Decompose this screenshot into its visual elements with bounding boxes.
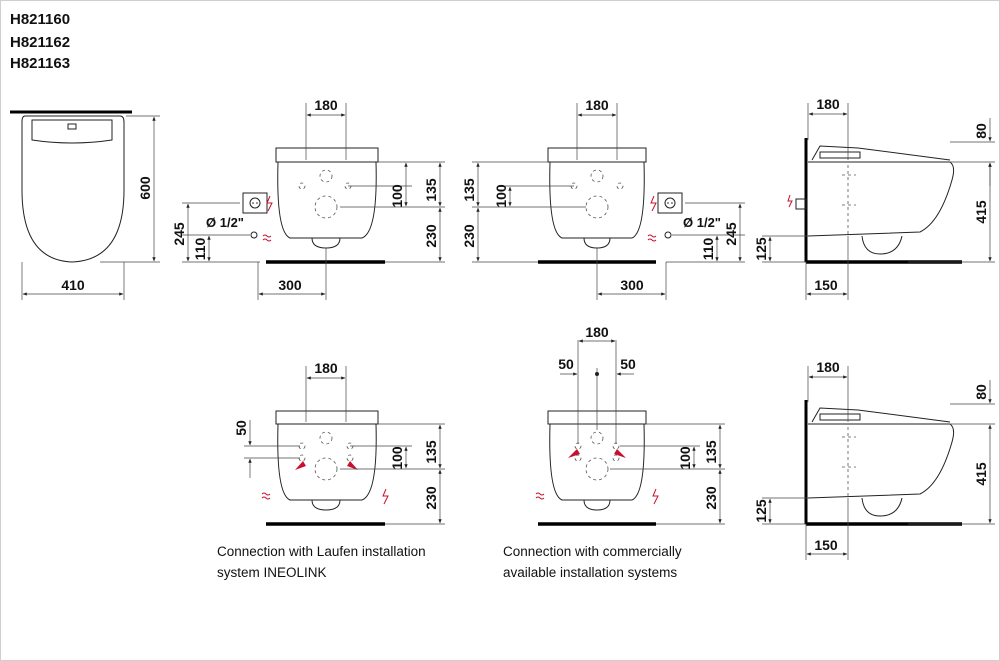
caption-commercial: available installation systems: [503, 565, 677, 580]
seat-hinge: [31, 119, 113, 144]
width-dimension: 180: [816, 96, 840, 112]
inlet-height: 110: [192, 237, 208, 260]
pipe-size: Ø 1/2": [683, 215, 721, 230]
floor-dimension: 125: [753, 237, 769, 261]
inlet-height: 245: [171, 222, 187, 246]
width-dimension: 180: [314, 360, 338, 376]
caption-ineolink: Connection with Laufen installation: [217, 544, 426, 559]
offset-dimension: 50: [558, 356, 574, 372]
width-dimension: 180: [314, 97, 338, 113]
offset-dimension: 50: [620, 356, 636, 372]
width-dimension: 180: [585, 97, 609, 113]
side-view-top: 180 80 415 125 150: [753, 96, 995, 300]
height-dimension: 135: [703, 440, 719, 464]
height-dimension: 230: [703, 486, 719, 510]
height-dimension: 100: [677, 446, 693, 470]
top-dimension: 80: [973, 123, 989, 139]
pipe-size: Ø 1/2": [206, 215, 244, 230]
wall-dimension: 150: [814, 537, 838, 553]
connection-arrow-icon: [614, 449, 626, 458]
lightning-icon: [652, 488, 659, 505]
power-socket-icon: [657, 192, 683, 214]
flush-button: [67, 123, 77, 130]
water-inlet: [664, 231, 672, 239]
height-dimension: 100: [389, 184, 405, 208]
caption-ineolink: system INEOLINK: [217, 565, 327, 580]
outlet: [311, 237, 341, 249]
seat-lid: [275, 147, 379, 163]
water-inlet: [250, 231, 258, 239]
height-dimension: 230: [423, 486, 439, 510]
lightning-icon: [266, 195, 273, 212]
inlet-height: 110: [700, 237, 716, 260]
top-dimension: 80: [973, 384, 989, 400]
lightning-icon: [382, 488, 389, 505]
height-dimension: 415: [973, 462, 989, 486]
height-dimension: 230: [423, 224, 439, 248]
wall-dimension: 150: [814, 277, 838, 293]
bowl-front: [277, 161, 377, 239]
lightning-icon: [650, 195, 657, 212]
bowl-side: [807, 161, 955, 237]
outlet-distance: 300: [620, 277, 644, 293]
height-dimension: 230: [461, 224, 477, 248]
water-wave-icon: [535, 492, 545, 500]
front-view-right-inlet: 180 100 135 230 300 Ø 1/2" 245 110: [171, 97, 445, 300]
inlet-height: 245: [723, 222, 739, 246]
height-dimension: 135: [423, 178, 439, 202]
outlet-distance: 300: [278, 277, 302, 293]
power-socket-icon: [242, 192, 268, 214]
connection-arrow-icon: [347, 461, 358, 470]
height-dimension: 135: [461, 178, 477, 202]
model-number: H821163: [10, 55, 70, 72]
water-wave-icon: [647, 234, 657, 242]
height-dimension: 415: [973, 200, 989, 224]
model-number: H821162: [10, 34, 70, 51]
caption-commercial: Connection with commercially: [503, 544, 682, 559]
water-wave-icon: [261, 492, 271, 500]
model-number: H821160: [10, 11, 70, 28]
width-dimension: 180: [585, 324, 609, 340]
water-wave-icon: [262, 234, 272, 242]
height-dimension: 100: [389, 446, 405, 470]
offset-dimension: 50: [233, 420, 249, 436]
floor-dimension: 125: [753, 499, 769, 523]
width-dimension: 410: [61, 277, 85, 293]
bowl-outline: [21, 115, 125, 263]
side-view-bottom: 180 80 415 125 150: [753, 359, 995, 560]
connection-arrow-icon: [295, 461, 306, 470]
front-view-left-inlet: 180 135 100 230 300 Ø 1/2" 245 110: [461, 97, 745, 300]
width-dimension: 180: [816, 359, 840, 375]
top-view: 600 410: [10, 110, 160, 300]
ineolink-view: 180 50 100 135 230 Connection with Laufe…: [217, 360, 445, 580]
seat-side: [811, 145, 951, 161]
height-dimension: 135: [423, 440, 439, 464]
depth-dimension: 600: [137, 176, 153, 200]
commercial-view: 180 50 50 100 135 230 Connection with co…: [503, 324, 725, 580]
height-dimension: 100: [493, 184, 509, 208]
connection-arrow-icon: [568, 449, 580, 458]
